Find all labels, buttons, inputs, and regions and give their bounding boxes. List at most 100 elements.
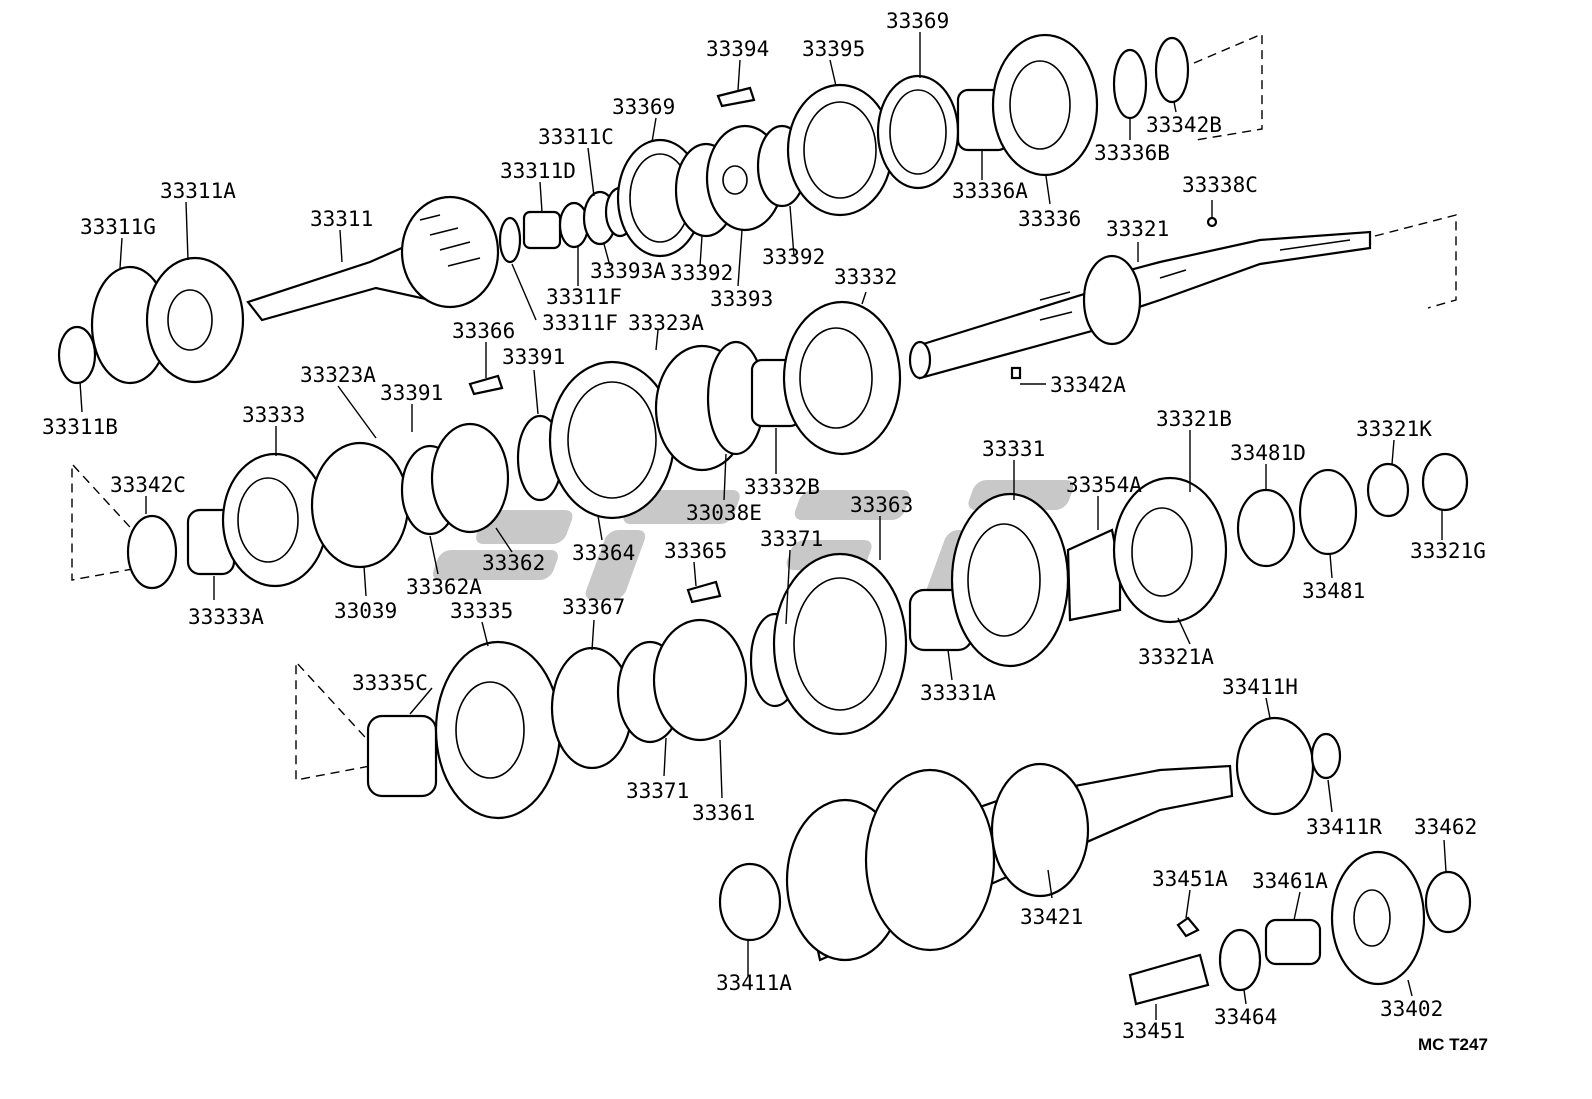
reverse-idler-33402 [1330,850,1426,986]
label-33342A: 33342A [1050,373,1126,397]
label-33311: 33311 [310,207,373,231]
label-33392-a: 33392 [670,261,733,285]
label-33371-b: 33371 [626,779,689,803]
label-33392-b: 33392 [762,245,825,269]
label-33365: 33365 [664,539,727,563]
label-33393A: 33393A [590,259,666,283]
guide-frame-left-lower [295,660,376,781]
snap-ring-33411R [1310,732,1342,780]
label-33336B: 33336B [1094,141,1170,165]
guide-frame-left-mid [71,462,141,581]
seal-33481D [1236,488,1296,568]
label-33369-mid: 33369 [612,95,675,119]
needle-bearing-33461A [1264,918,1322,966]
label-33481D: 33481D [1230,441,1306,465]
label-33371-a: 33371 [760,527,823,551]
label-33363: 33363 [850,493,913,517]
label-33411A: 33411A [716,971,792,995]
label-33039: 33039 [334,599,397,623]
label-33311D: 33311D [500,159,576,183]
label-33331A: 33331A [920,681,996,705]
label-33321B: 33321B [1156,407,1232,431]
label-33391-a: 33391 [502,345,565,369]
guide-frame-countershaft-end [1374,214,1457,309]
washer-33464 [1218,928,1262,992]
label-33311B: 33311B [42,415,118,439]
label-33335: 33335 [450,599,513,623]
label-33391-b: 33391 [380,381,443,405]
label-33336: 33336 [1018,207,1081,231]
bearing-33411A [718,862,782,942]
label-33451: 33451 [1122,1019,1185,1043]
counter-gear-group [718,716,1472,1006]
ring-33039 [310,441,410,569]
gear-33332 [782,300,902,456]
drawing-code: MC T247 [1418,1035,1488,1054]
shaft-33451 [1128,953,1210,1006]
label-33461A: 33461A [1252,869,1328,893]
label-33354A: 33354A [1066,473,1142,497]
lower-gear-row [366,552,908,820]
shim-33321K [1366,462,1410,518]
label-33342B: 33342B [1146,113,1222,137]
label-33038E: 33038E [686,501,762,525]
label-33311A: 33311A [160,179,236,203]
label-33336A: 33336A [952,179,1028,203]
bearing-33321A [1112,476,1228,624]
label-33311F-b: 33311F [542,311,618,335]
key-33366 [468,374,504,396]
label-33321K: 33321K [1356,417,1432,441]
gear-33336 [991,33,1099,177]
middle-gear-row [126,300,902,590]
label-33311C: 33311C [538,125,614,149]
spacer-33354A [1066,528,1122,622]
label-33323A-a: 33323A [628,311,704,335]
label-33393: 33393 [710,287,773,311]
leader-lines [79,32,1447,1020]
bearing-33311A [145,256,245,384]
label-33323A-b: 33323A [300,363,376,387]
label-33321: 33321 [1106,217,1169,241]
key-33394 [716,86,756,108]
key-33451A [1176,916,1200,938]
gear-33331 [950,492,1070,668]
label-33462: 33462 [1414,815,1477,839]
label-33311F-a: 33311F [546,285,622,309]
snap-ring-33311B [57,325,97,385]
nut-33321G [1421,452,1469,512]
label-33342C: 33342C [110,473,186,497]
label-33321G: 33321G [1410,539,1486,563]
snap-ring-33342B [1154,36,1190,104]
bearing-33411H [1235,716,1315,816]
label-33464: 33464 [1214,1005,1277,1029]
key-33365 [686,580,722,604]
washer-33342C [126,514,178,590]
label-33335C: 33335C [352,671,428,695]
reverse-gear-row [908,452,1469,668]
top-synchro-group [616,33,1218,258]
label-33362: 33362 [482,551,545,575]
output-shaft-33321 [908,230,1372,380]
label-33411H: 33411H [1222,675,1298,699]
gear-33335 [434,640,562,820]
ball-33338C [1206,216,1218,228]
input-shaft-group [57,186,636,385]
label-33311G: 33311G [80,215,156,239]
label-33361: 33361 [692,801,755,825]
label-33331: 33331 [982,437,1045,461]
label-33394: 33394 [706,37,769,61]
label-33451A: 33451A [1152,867,1228,891]
washer-33336B [1112,48,1148,120]
label-33362A: 33362A [406,575,482,599]
washer-33462 [1424,870,1472,934]
label-33481: 33481 [1302,579,1365,603]
label-33369-top: 33369 [886,9,949,33]
label-33366: 33366 [452,319,515,343]
needle-bearing-33335C [366,714,438,798]
label-33333A: 33333A [188,605,264,629]
guide-frame-top-right [1193,32,1263,141]
label-33367: 33367 [562,595,625,619]
bearing-33481 [1298,468,1358,556]
hub-33361 [652,618,748,742]
